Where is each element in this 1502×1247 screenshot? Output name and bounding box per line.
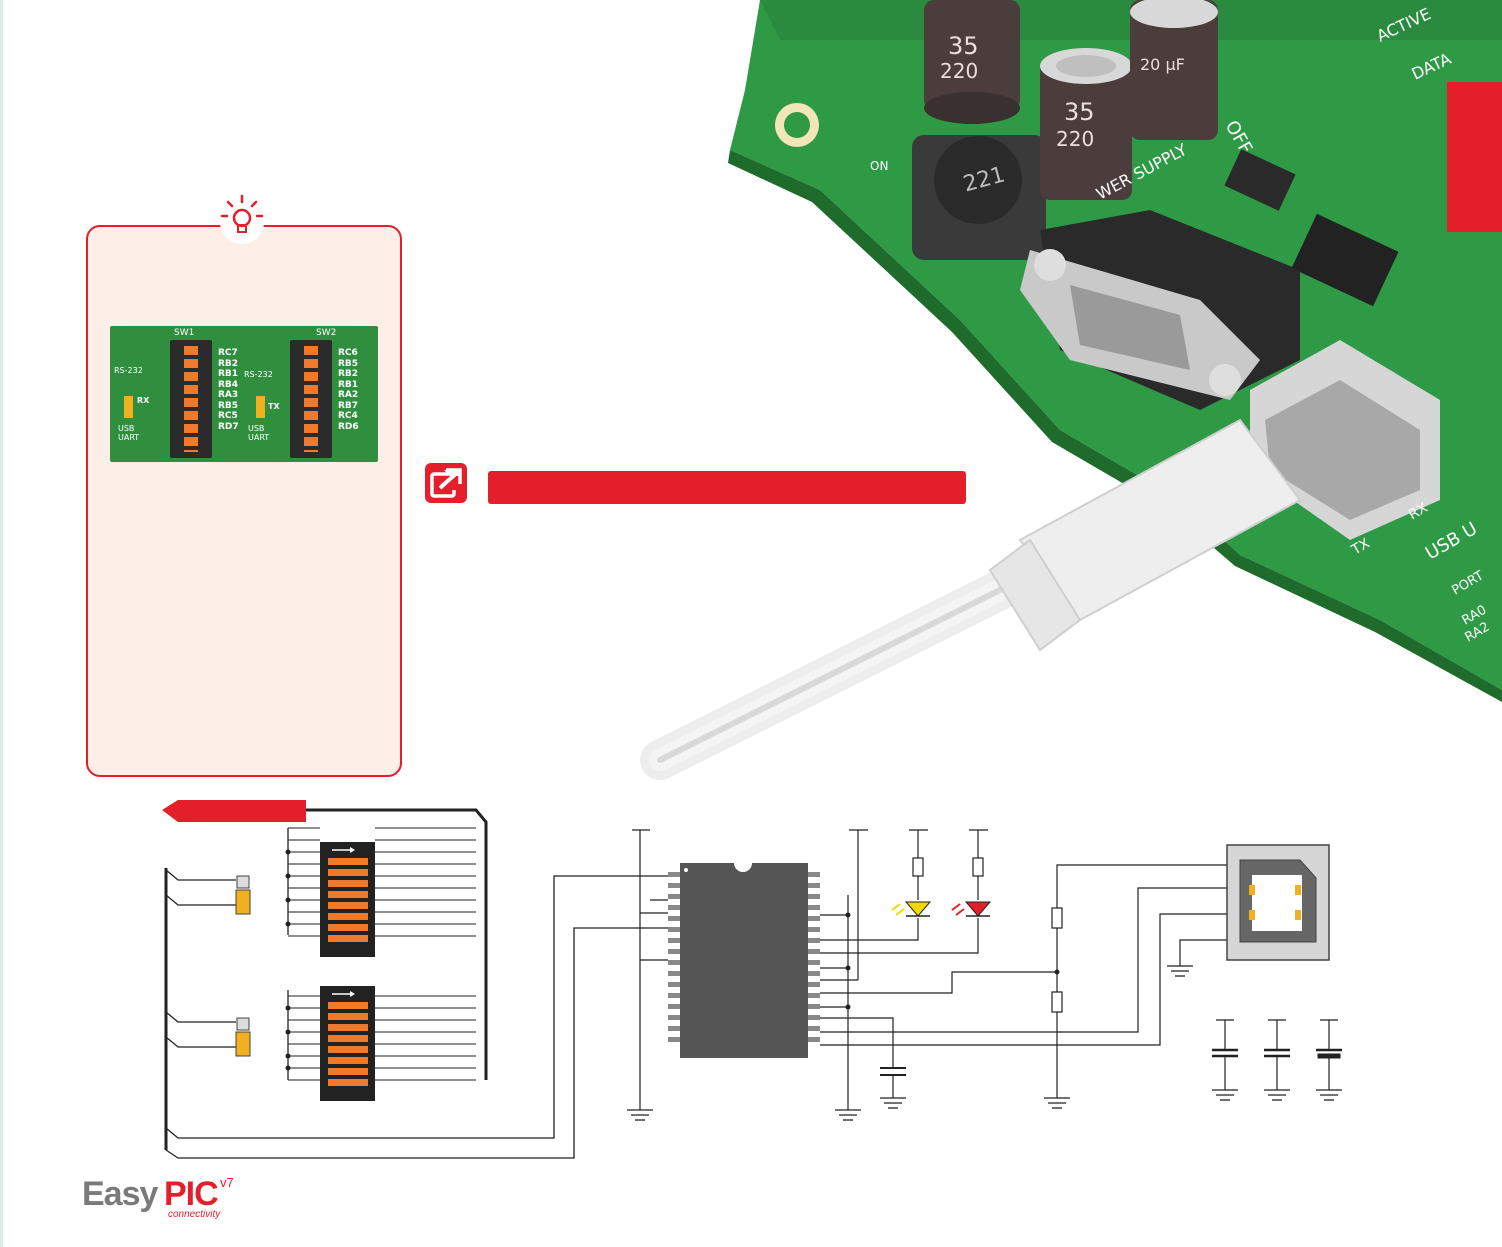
silk-usb: USB U bbox=[1422, 518, 1481, 564]
silk-ra0: RA0 bbox=[1460, 603, 1490, 629]
sw2-levers bbox=[304, 346, 318, 452]
sw1-body bbox=[170, 340, 212, 458]
pcb-board bbox=[730, 0, 1502, 690]
tip-box bbox=[86, 225, 402, 777]
silk-active: ACTIVE bbox=[1374, 4, 1434, 45]
ic-chip-1 bbox=[1291, 213, 1399, 307]
capacitor-2: 35 220 bbox=[1040, 48, 1132, 200]
svg-text:35: 35 bbox=[1064, 98, 1095, 126]
logo-version: v7 bbox=[220, 1175, 234, 1190]
external-link-icon[interactable] bbox=[424, 462, 468, 504]
cap-ic bbox=[880, 1067, 906, 1098]
page-edge-strip bbox=[0, 0, 3, 1247]
capacitor-1: 35 220 bbox=[924, 0, 1020, 124]
usb-plug bbox=[988, 418, 1302, 652]
inductor bbox=[912, 135, 1046, 260]
usb-uart-ic bbox=[668, 863, 820, 1058]
logo-pic: PIC bbox=[164, 1175, 219, 1213]
jumper-schematic-2 bbox=[235, 1017, 251, 1057]
jumper2-mark: TX bbox=[268, 402, 280, 411]
led-yellow bbox=[891, 901, 932, 917]
jumper1-mark: RX bbox=[137, 396, 150, 405]
svg-text:35: 35 bbox=[948, 32, 979, 60]
jumper1-top-label: RS-232 bbox=[114, 366, 143, 375]
svg-text:220: 220 bbox=[1056, 127, 1094, 151]
ic-wires bbox=[632, 829, 1228, 1110]
svg-text:20 μF: 20 μF bbox=[1140, 55, 1185, 74]
sw1-wires bbox=[288, 827, 476, 1081]
jumper2-bottom-label: USB UART bbox=[248, 424, 270, 442]
logo-easy: Easy bbox=[82, 1175, 158, 1213]
resistors bbox=[912, 857, 1063, 1013]
wires bbox=[165, 828, 670, 1159]
silk-tx: TX bbox=[1348, 535, 1373, 559]
sw2-title: SW2 bbox=[316, 328, 337, 338]
jumper-schematic-1 bbox=[235, 875, 251, 915]
silk-port: PORT bbox=[1450, 568, 1487, 598]
usb-connector-symbol bbox=[1226, 844, 1330, 961]
usb-b-port bbox=[1250, 340, 1440, 540]
jumper2-top-label: RS-232 bbox=[244, 370, 273, 379]
silk-on: ON bbox=[870, 159, 888, 173]
led-red bbox=[951, 901, 992, 917]
ic-chip-2 bbox=[1224, 149, 1296, 211]
page-side-tab bbox=[1447, 82, 1502, 232]
sw2-schematic bbox=[320, 986, 375, 1101]
ground-symbols bbox=[627, 965, 1342, 1121]
sw1-title: SW1 bbox=[174, 328, 195, 338]
sw2-body bbox=[290, 340, 332, 458]
link-bar[interactable] bbox=[488, 471, 966, 504]
svg-text:220: 220 bbox=[940, 59, 978, 83]
sw1-levers bbox=[184, 346, 198, 452]
schematic-arrow-tag bbox=[162, 800, 306, 822]
jumper1 bbox=[124, 396, 133, 418]
lightbulb-icon bbox=[220, 194, 264, 244]
silk-data: DATA bbox=[1409, 49, 1454, 84]
usb-cable bbox=[640, 570, 1020, 780]
silk-rx: RX bbox=[1406, 500, 1431, 524]
sw1-schematic bbox=[320, 842, 375, 957]
db9-connector bbox=[1020, 210, 1300, 410]
inductor-label: 221 bbox=[961, 162, 1008, 197]
jumper1-bottom-label: USB UART bbox=[118, 424, 140, 442]
silk-power-supply: WER SUPPLY bbox=[1093, 140, 1190, 204]
usb-uart-schematic bbox=[162, 800, 1342, 1159]
capacitor-3: 20 μF bbox=[1130, 0, 1218, 140]
silk-ra2: RA2 bbox=[1463, 620, 1493, 646]
jumper2 bbox=[256, 396, 265, 418]
silk-off: OFF bbox=[1221, 117, 1257, 158]
bus-lines bbox=[164, 808, 488, 1150]
logo-subtitle: connectivity bbox=[168, 1209, 221, 1220]
decoupling-caps bbox=[1212, 1019, 1342, 1090]
